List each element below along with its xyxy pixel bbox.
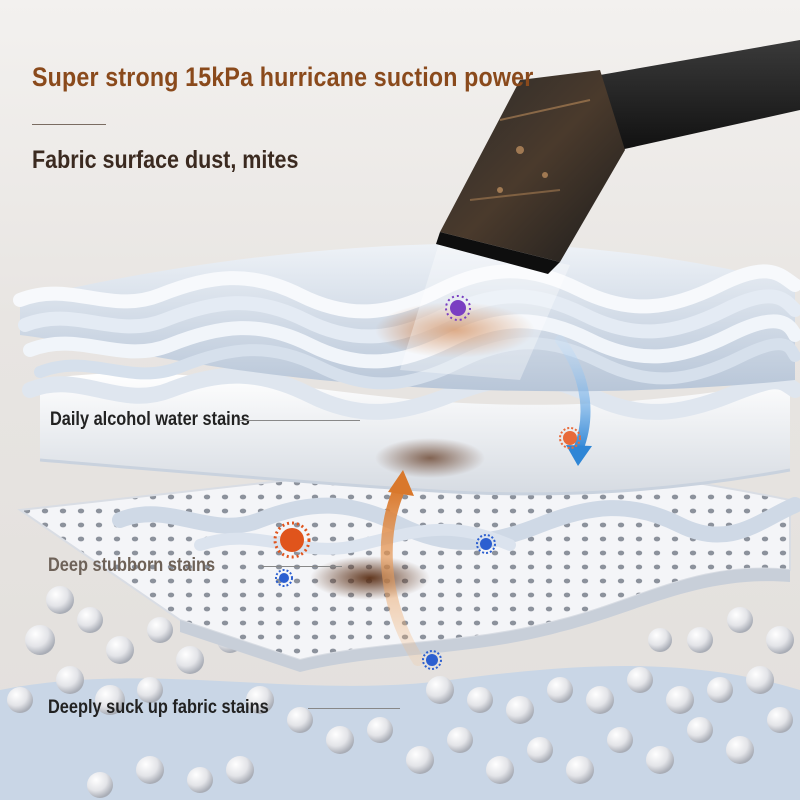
callout-fabric-stains-leader [308, 708, 400, 709]
blue-arrow [555, 335, 592, 466]
vacuum-nozzle [436, 40, 800, 274]
mite-blue-1 [476, 534, 496, 554]
callout-daily-stains-label: Daily alcohol water stains [50, 409, 250, 430]
callout-fabric-stains-label: Deeply suck up fabric stains [48, 697, 269, 718]
suction-beam [400, 240, 570, 380]
deep-stain [310, 556, 430, 600]
mite-purple [445, 295, 471, 321]
callout-daily-stains-leader [240, 420, 360, 421]
headline: Super strong 15kPa hurricane suction pow… [32, 62, 534, 92]
callout-deep-stains-label: Deep stubborn stains [48, 555, 216, 576]
callout-deep-stains-leader [262, 566, 342, 567]
mite-blue-3 [422, 650, 442, 670]
callout-daily-stains: Daily alcohol water stains [0, 405, 360, 435]
callout-fabric-stains: Deeply suck up fabric stains [0, 693, 400, 723]
mid-woven-layer [22, 367, 800, 555]
mite-orange-small [559, 427, 581, 449]
orange-arrow [380, 470, 424, 666]
subheadline: Fabric surface dust, mites [32, 146, 299, 174]
surface-dirt [375, 302, 535, 358]
headline-divider [32, 124, 106, 125]
fluff-stain [375, 438, 485, 478]
mite-blue-2 [275, 569, 293, 587]
mite-orange [273, 521, 311, 559]
callout-deep-stains: Deep stubborn stains [0, 551, 342, 581]
beads-layer [7, 586, 794, 798]
